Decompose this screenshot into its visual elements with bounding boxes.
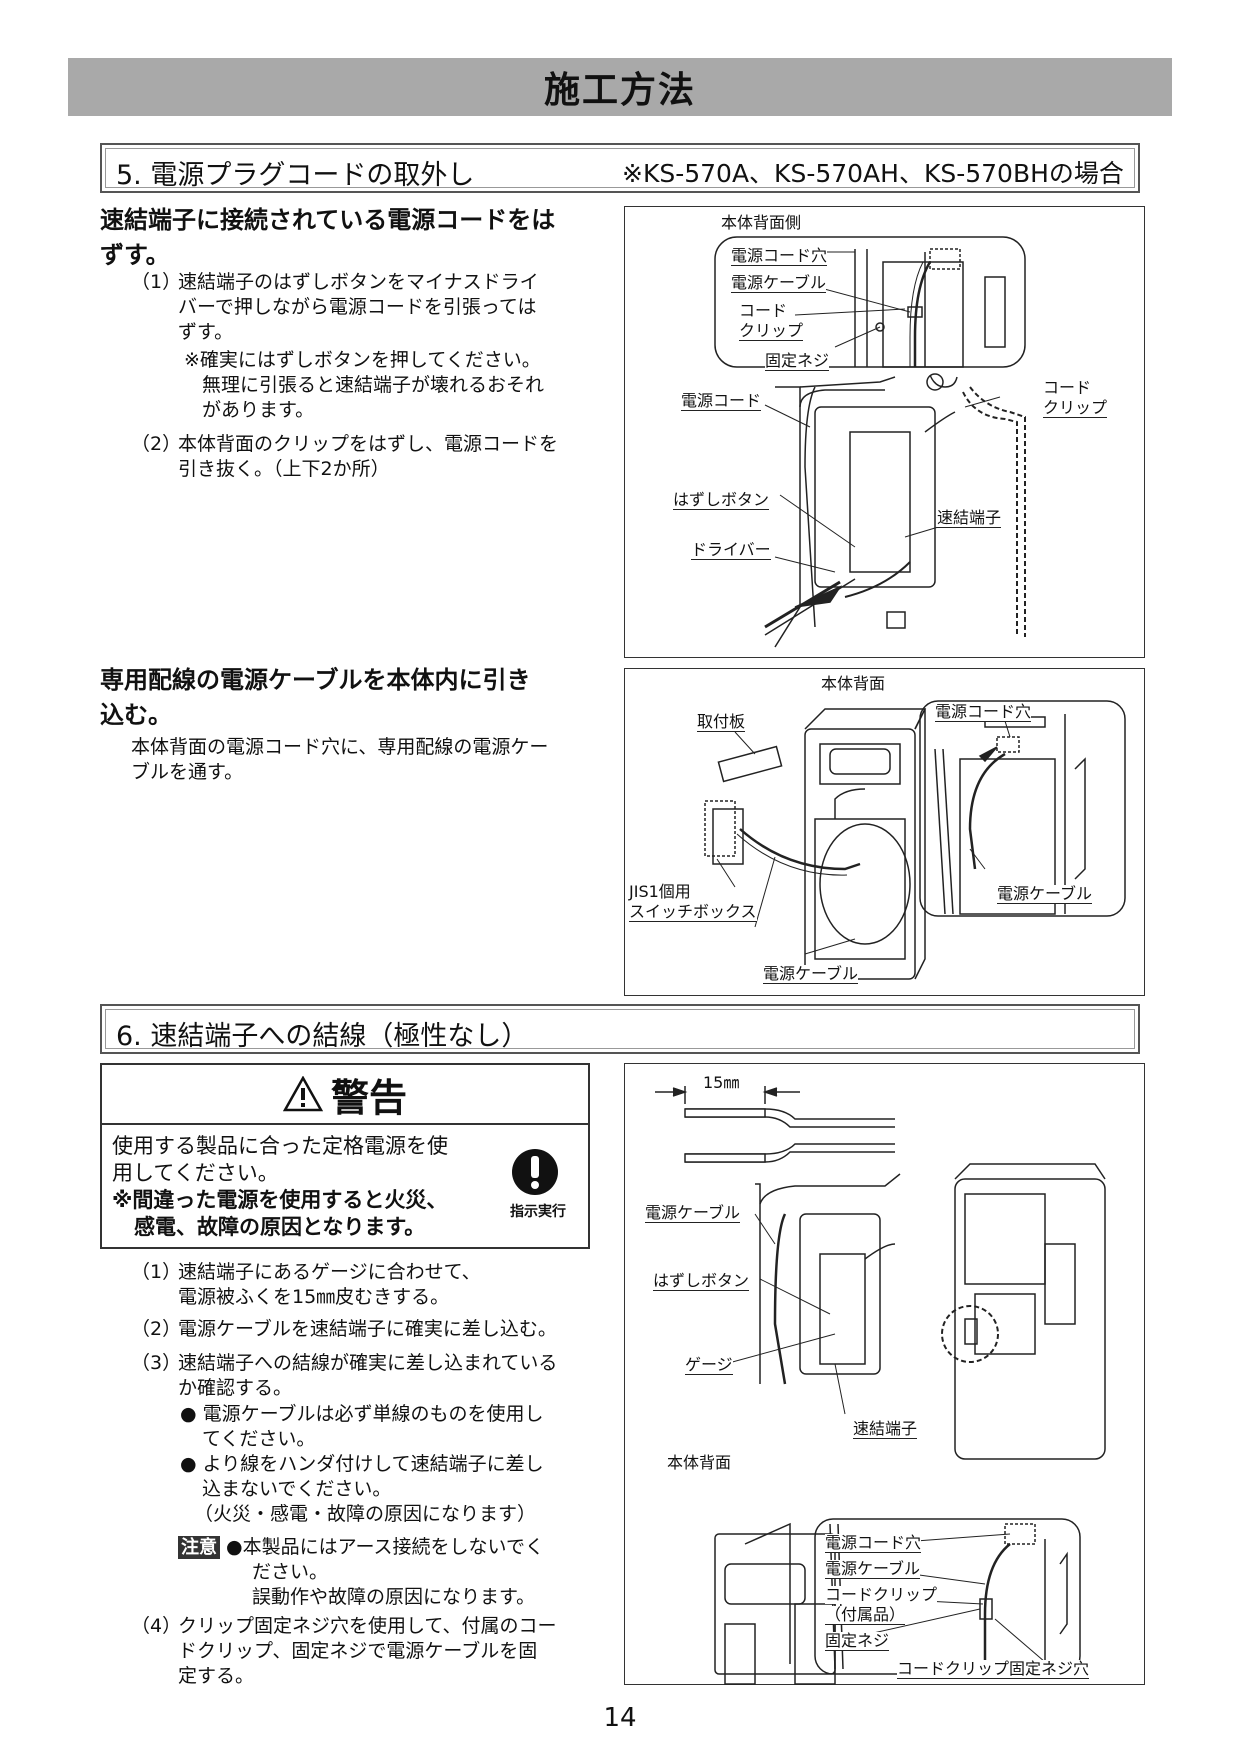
figure-terminal-removal-drawing: [714, 236, 1026, 648]
fig2-hole-label: 電源コード穴: [935, 702, 1032, 722]
warning-header: 警告: [102, 1065, 588, 1125]
fig1-release-label: はずしボタン: [673, 490, 770, 510]
warning-text: 使用する製品に合った定格電源を使 用してください。 ※間違った電源を使用すると火…: [112, 1134, 448, 1239]
fig1-cord-label: 電源コード: [681, 391, 762, 411]
fig2-box-label-a: JIS1個用: [629, 882, 691, 901]
fig2-top-label: 本体背面: [821, 674, 886, 693]
fig1-driver-label: ドライバー: [691, 540, 771, 560]
instruction-label: 指示実行: [510, 1204, 566, 1220]
s5-lead1: 速結端子に接続されている電源コードをは ずす。: [100, 206, 556, 269]
fig3-hole-label: 電源コード穴: [825, 1533, 922, 1553]
fig2-cable-bottom-label: 電源ケーブル: [763, 964, 859, 984]
s6-item4: （4） クリップ固定ネジ穴を使用して、付属のコー ドクリップ、固定ネジで電源ケー…: [131, 1615, 557, 1687]
s6-item2: （2） 電源ケーブルを速結端子に確実に差し込む。: [131, 1318, 557, 1340]
fig1-top-label: 本体背面側: [721, 213, 802, 232]
fig1-clip-label-a: コード: [739, 301, 788, 320]
fig3-dim-label: 15㎜: [703, 1073, 740, 1092]
fig1-clip2-label-b: クリップ: [1043, 398, 1108, 418]
fig3-cable2-label: 電源ケーブル: [825, 1559, 921, 1579]
fig1-clip2-label-a: コード: [1043, 378, 1092, 397]
fig1-screw-label: 固定ネジ: [765, 351, 830, 371]
s5-part2-body: 本体背面の電源コード穴に、専用配線の電源ケー ブルを通す。: [131, 736, 549, 783]
warning-title: 警告: [330, 1075, 407, 1120]
fig3-rear-label: 本体背面: [667, 1453, 732, 1472]
figure-cable-routing-drawing: [704, 700, 1126, 980]
section5-note: ※KS-570A、KS-570AH、KS-570BHの場合: [622, 159, 1124, 188]
fig2-box-label-b: スイッチボックス: [629, 902, 757, 922]
caution-tag: 注意: [178, 1536, 220, 1559]
section5-header: 5. 電源プラグコードの取外し ※KS-570A、KS-570AH、KS-570…: [100, 143, 1140, 193]
section6-title: 6. 速結端子への結線（極性なし）: [116, 1021, 529, 1052]
fig3-terminal-label: 速結端子: [853, 1419, 918, 1439]
fig1-terminal-label: 速結端子: [937, 508, 1002, 528]
s5-item1-note: ※確実にはずしボタンを押してください。 無理に引張ると速結端子が壊れるおそれ が…: [184, 349, 545, 421]
fig3-clip-label-a: コードクリップ: [825, 1585, 938, 1604]
page-title: 施工方法: [543, 70, 696, 111]
s5-lead2: 専用配線の電源ケーブルを本体内に引き 込む。: [100, 666, 531, 729]
exclamation-icon: [512, 1149, 558, 1195]
fig3-gauge-label: ゲージ: [685, 1355, 733, 1375]
fig1-clip-label-b: クリップ: [739, 321, 804, 341]
page-number: 14: [603, 1703, 637, 1733]
s6-item3: （3） 速結端子への結線が確実に差し込まれている か確認する。: [131, 1352, 558, 1399]
fig3-screw-label: 固定ネジ: [825, 1631, 890, 1651]
page-header: 施工方法: [68, 58, 1172, 116]
section6-header: 6. 速結端子への結線（極性なし）: [100, 1004, 1140, 1054]
fig3-screw-hole-label: コードクリップ固定ネジ穴: [897, 1659, 1090, 1679]
warning-triangle-icon: [282, 1076, 323, 1112]
section5-title: 5. 電源プラグコードの取外し: [116, 160, 475, 191]
fig3-cable-label: 電源ケーブル: [645, 1203, 741, 1223]
fig1-cable-label: 電源ケーブル: [731, 273, 827, 293]
warning-box: 警告 使用する製品に合った定格電源を使 用してください。 ※間違った電源を使用す…: [100, 1063, 590, 1249]
s6-bullets: ● 電源ケーブルは必ず単線のものを使用し てください。 ● より線をハンダ付けし…: [180, 1403, 544, 1525]
s5-item1: （1） 速結端子のはずしボタンをマイナスドライ バーで押しながら電源コードを引張…: [131, 271, 539, 343]
fig3-clip-label-b: （付属品）: [825, 1605, 906, 1625]
figure-wiring: 15㎜ 電源ケーブル はずしボタン ゲージ 速結端子 本体背面 電源コード穴 電…: [624, 1063, 1145, 1685]
figure-terminal-removal: 本体背面側 電源コード穴 電源ケーブル コード クリップ 固定ネジ 電源コード …: [624, 206, 1145, 658]
fig3-release-label: はずしボタン: [653, 1271, 750, 1291]
figure-cable-routing: 本体背面 取付板 電源コード穴 JIS1個用 スイッチボックス 電源ケーブル 電…: [624, 668, 1145, 996]
figure-wiring-drawing: [655, 1086, 1106, 1685]
s5-item2: （2） 本体背面のクリップをはずし、電源コードを 引き抜く。（上下2か所）: [131, 433, 559, 480]
fig2-cable-right-label: 電源ケーブル: [997, 884, 1093, 904]
fig2-plate-label: 取付板: [697, 712, 746, 732]
s6-item1: （1） 速結端子にあるゲージに合わせて、 電源被ふくを15㎜皮むきする。: [131, 1261, 481, 1308]
s6-caution: 注意 ●本製品にはアース接続をしないでく ださい。 誤動作や故障の原因になります…: [178, 1535, 598, 1610]
fig1-hole-label: 電源コード穴: [731, 246, 828, 266]
